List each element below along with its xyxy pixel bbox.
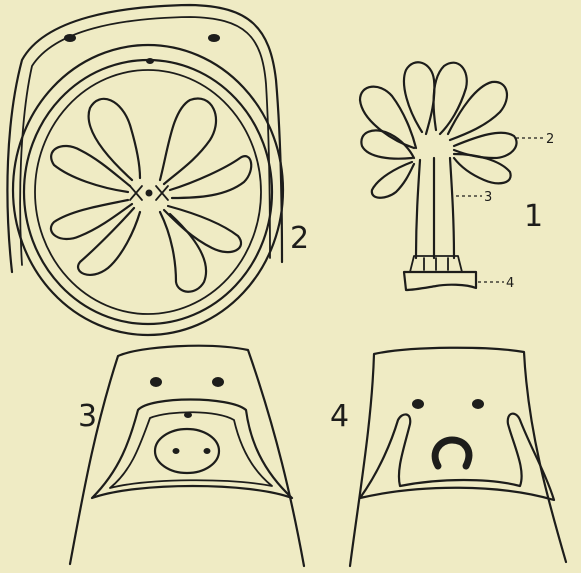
- lobe-right: [170, 156, 251, 198]
- lobe-bottom-right-lower: [160, 212, 206, 292]
- part-label-2: 2: [546, 132, 554, 147]
- figure-3-oval-dot-left: [173, 448, 180, 454]
- lobe-bottom-right-upper: [164, 206, 241, 252]
- figure-2-dot-right: [208, 34, 220, 42]
- figure-3-outer-wall: [70, 346, 304, 566]
- figure-3-number: 3: [78, 399, 97, 434]
- stem-left: [416, 160, 420, 258]
- outer-body-wall-inner-margin: [20, 17, 270, 265]
- figure-3-dot-top: [184, 412, 192, 418]
- figure-3-oval-dot-right: [204, 448, 211, 454]
- figure-2-cross-section: 2: [7, 5, 309, 335]
- figure-4-dot-left: [412, 399, 424, 409]
- figure-1-structure: 2 3 4 1: [360, 62, 554, 291]
- figure-4-dot-right: [472, 399, 484, 409]
- figure-4-section: 4: [330, 348, 566, 566]
- lobe-bottom-left-upper: [51, 200, 132, 239]
- figure-4-cavity: [360, 414, 554, 500]
- figure-2-dot-left: [64, 34, 76, 42]
- base-plate: [404, 272, 476, 290]
- petal-right-lower: [454, 154, 511, 183]
- stem-right: [450, 158, 454, 258]
- lobe-bottom-left-lower: [78, 208, 140, 275]
- figure-2-dot-center: [146, 58, 154, 64]
- part-label-4: 4: [506, 276, 514, 291]
- figure-4-horseshoe: [435, 440, 469, 466]
- cross-stroke-b: [156, 186, 168, 200]
- figure-3-dot-left: [150, 377, 162, 387]
- figure-4-number: 4: [330, 399, 349, 434]
- figure-1-number: 1: [524, 199, 543, 234]
- petal-top-center: [434, 63, 467, 134]
- petal-left-upper: [360, 87, 416, 148]
- figure-2-number: 2: [290, 221, 309, 256]
- lobe-top-left: [89, 99, 140, 180]
- figure-3-section: 3: [70, 346, 304, 566]
- cross-stroke-a: [130, 186, 142, 200]
- lobe-top-right: [160, 99, 216, 184]
- part-label-3: 3: [484, 190, 492, 205]
- central-dot: [146, 190, 153, 197]
- petal-left-bottom: [372, 162, 414, 198]
- figure-3-dot-right: [212, 377, 224, 387]
- central-axis-cross: [130, 186, 168, 200]
- figure-3-cavity-outer: [92, 400, 292, 499]
- lobe-left: [51, 146, 130, 192]
- figure-4-outer-wall: [350, 348, 566, 566]
